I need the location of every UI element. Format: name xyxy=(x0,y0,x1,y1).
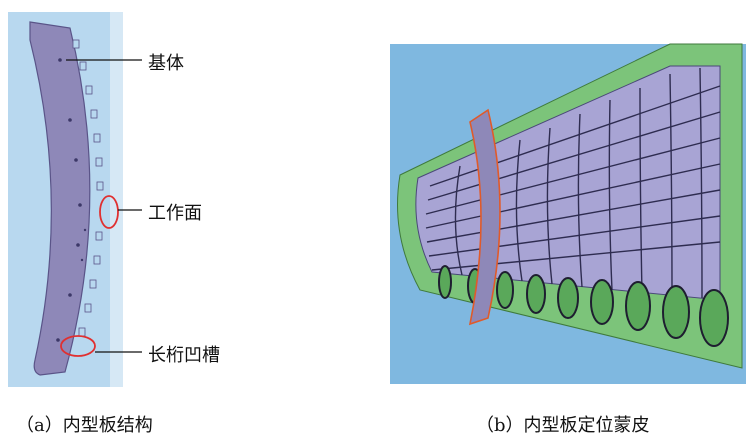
label-body: 基体 xyxy=(148,53,184,74)
inner-template-plate xyxy=(468,108,501,326)
caption-b: （b）内型板定位蒙皮 xyxy=(476,415,650,436)
skin-positioning-illustration xyxy=(390,43,746,384)
stringer-cutouts xyxy=(438,265,729,347)
label-stringer-groove: 长桁凹槽 xyxy=(148,345,220,366)
caption-a: （a）内型板结构 xyxy=(16,415,153,436)
figure-panel-b: （b）内型板定位蒙皮 xyxy=(370,0,754,444)
working-surface-highlight xyxy=(99,195,119,229)
plate-notches xyxy=(72,39,104,337)
plate-body xyxy=(29,21,91,376)
leader-lines xyxy=(66,59,142,353)
panel-a-edge xyxy=(110,12,123,387)
plate-structure-illustration xyxy=(8,12,142,387)
stringer-groove-highlight xyxy=(60,335,96,357)
label-working-surface: 工作面 xyxy=(148,203,202,224)
plate-holes xyxy=(56,58,87,342)
figure-panel-a: 基体 工作面 长桁凹槽 （a）内型板结构 xyxy=(0,0,360,444)
